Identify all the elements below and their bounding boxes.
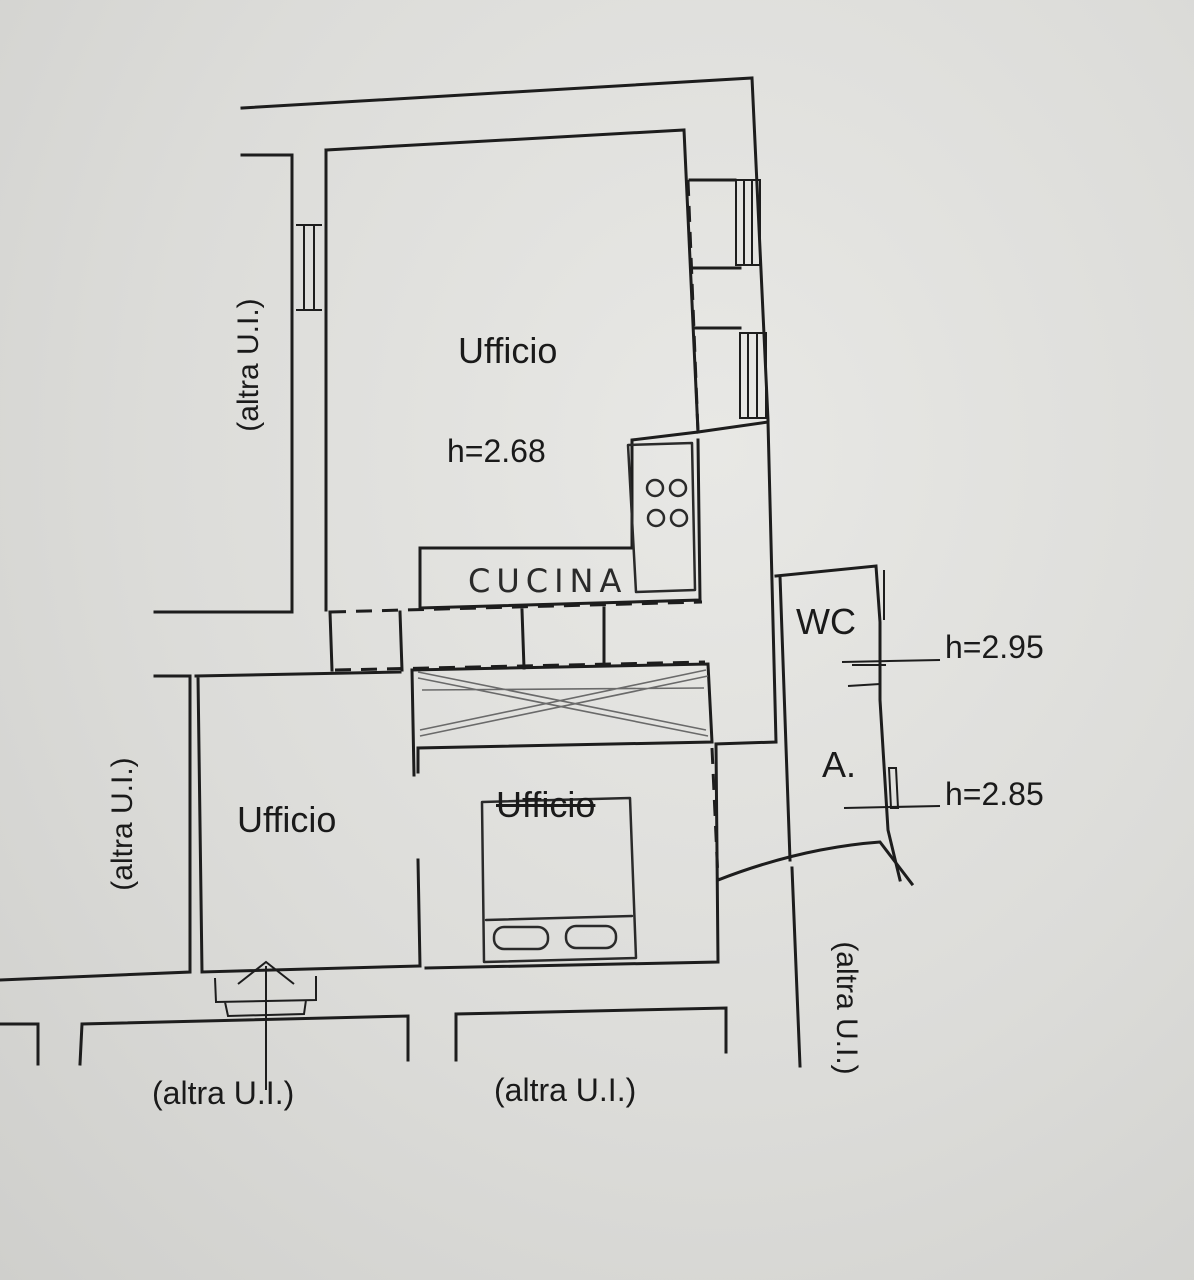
window-right-lower <box>739 332 767 419</box>
top-inner-wall <box>153 153 294 614</box>
kitchen-hob-outline <box>626 441 697 594</box>
wc-window <box>887 767 900 809</box>
neighbor-bottom-left: (altra U.I.) <box>152 1075 295 1111</box>
bed-pillow <box>564 924 618 950</box>
window-left <box>296 224 322 311</box>
entrance-arrow <box>237 960 295 1090</box>
antibagno-label: A. <box>822 744 857 785</box>
office-top-label: Ufficio <box>458 330 558 371</box>
bed-pillow <box>492 925 550 951</box>
hob-burner <box>646 508 666 528</box>
window-right-upper <box>735 179 761 266</box>
bed-headboard <box>484 914 634 922</box>
bed-outline <box>480 796 638 964</box>
corridor-dashed-bottom <box>334 660 706 672</box>
leader-line-wc <box>841 659 941 663</box>
antibagno-height: h=2.85 <box>945 776 1044 812</box>
hob-burner <box>669 508 689 528</box>
kitchen-counter <box>418 438 702 610</box>
wc-label: WC <box>796 601 856 642</box>
office-center-walls <box>424 742 720 970</box>
right-outer-wall <box>790 866 802 1068</box>
hob-burner <box>645 478 665 498</box>
storage-box <box>410 662 714 774</box>
office-left-walls <box>0 670 420 982</box>
top-outer-wall <box>240 76 770 422</box>
leader-line-antibagno <box>843 805 941 809</box>
office-center-label: Ufficio <box>496 784 596 825</box>
office-left-door-jamb <box>410 668 422 968</box>
wc-door-lines <box>847 570 886 687</box>
wc-height: h=2.95 <box>945 629 1044 665</box>
office-top-right-dashed <box>686 179 700 433</box>
neighbor-left-top: (altra U.I.) <box>232 298 265 432</box>
office-center-right-dashed <box>710 747 720 881</box>
neighbor-left-bottom: (altra U.I.) <box>106 757 139 891</box>
corridor-dashed-top <box>329 600 703 614</box>
neighbor-right: (altra U.I.) <box>830 941 863 1075</box>
right-jamb-walls <box>688 178 778 746</box>
office-top-height: h=2.68 <box>447 433 546 469</box>
wc-bottom-curve <box>716 840 915 887</box>
bottom-neighbor-walls <box>0 1006 728 1066</box>
kitchen-label: CUCINA <box>468 562 628 600</box>
corridor-posts <box>328 606 606 672</box>
neighbor-bottom-center: (altra U.I.) <box>494 1072 637 1108</box>
office-left-label: Ufficio <box>237 799 337 840</box>
storage-cross <box>417 669 709 737</box>
hob-burner <box>668 478 688 498</box>
